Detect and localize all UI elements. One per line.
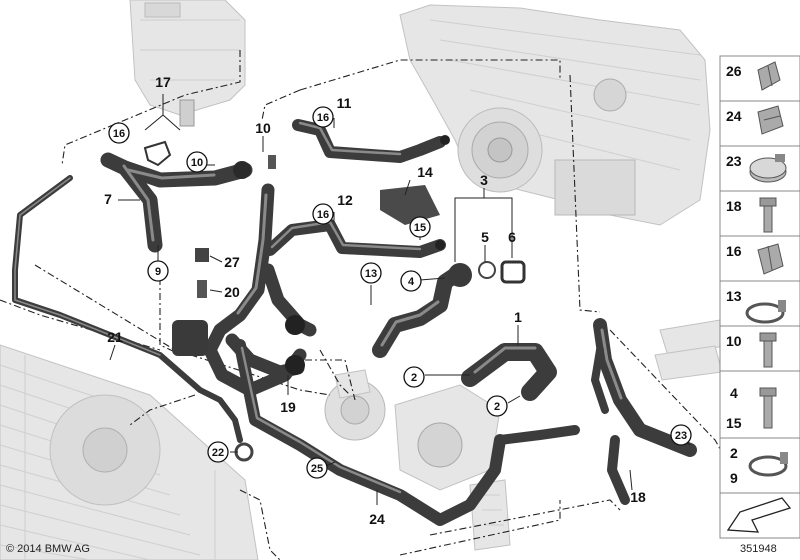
sensor-21	[197, 280, 207, 298]
svg-text:15: 15	[414, 222, 426, 234]
callout-16b: 16	[312, 203, 334, 225]
callout-25: 24	[369, 511, 385, 527]
water-pump-thermostat-ghost	[324, 369, 511, 551]
expansion-tank-ghost	[129, 0, 246, 116]
connector-27	[195, 248, 209, 262]
callout-22: 21	[107, 329, 123, 345]
copyright-text: © 2014 BMW AG	[6, 543, 90, 555]
callout-5: 5	[481, 229, 489, 245]
engine-block-ghost	[399, 4, 711, 226]
callout-10: 10	[186, 151, 208, 173]
parts-panel-item-10: 10	[719, 325, 800, 372]
callout-18: 16	[108, 122, 130, 144]
svg-text:22: 22	[212, 447, 224, 459]
bracket-14	[380, 185, 440, 225]
svg-text:9: 9	[730, 470, 738, 486]
callout-17: 17	[155, 74, 171, 90]
callout-21: 20	[224, 284, 240, 300]
callout-3: 3	[480, 172, 488, 188]
parts-panel-item-arrow	[719, 492, 800, 539]
hose-clamp-icon	[745, 300, 786, 324]
diagram-number: 351948	[740, 543, 777, 555]
callout-1: 1	[514, 309, 522, 325]
callout-2a: 2	[403, 366, 425, 388]
svg-text:4: 4	[730, 385, 738, 401]
hose-19	[593, 318, 697, 457]
callout-26: 25	[306, 457, 328, 479]
callout-27: 27	[224, 254, 240, 270]
parts-panel-item-2-9: 2 9	[719, 437, 800, 494]
bolt-icon	[759, 197, 777, 233]
hose-clamp-band-icon	[749, 154, 787, 183]
svg-text:16: 16	[317, 209, 329, 221]
callout-4: 4	[400, 270, 422, 292]
screw-8	[268, 155, 276, 169]
gasket-6	[500, 260, 526, 284]
svg-text:25: 25	[311, 463, 323, 475]
hoses	[12, 99, 697, 526]
callout-7: 7	[104, 191, 112, 207]
callout-11: 11	[337, 95, 352, 111]
callout-16a: 16	[312, 106, 334, 128]
callout-9: 9	[147, 260, 169, 282]
hose-clip-icon	[757, 243, 784, 275]
bolt-icon	[759, 332, 777, 368]
callout-8: 10	[255, 120, 271, 136]
svg-text:4: 4	[408, 276, 415, 288]
svg-text:16: 16	[726, 243, 742, 259]
parts-panel-item-16: 16	[719, 235, 800, 282]
svg-text:23: 23	[726, 153, 742, 169]
callout-24: 23	[670, 424, 692, 446]
svg-text:2: 2	[411, 372, 417, 384]
svg-text:10: 10	[191, 157, 203, 169]
hose-clip-icon	[757, 61, 781, 91]
direction-arrow-icon	[726, 497, 792, 533]
parts-panel-item-4-15: 4 15	[719, 370, 800, 439]
radiator-ghost	[0, 344, 259, 560]
hose-1	[461, 343, 557, 401]
hose-11	[292, 119, 446, 163]
hose-clip-icon	[757, 105, 784, 135]
hose-20	[203, 183, 307, 397]
parts-panel-item-26: 26	[719, 55, 800, 102]
svg-text:15: 15	[726, 415, 742, 431]
svg-text:13: 13	[726, 288, 742, 304]
parts-panel-item-18: 18	[719, 190, 800, 237]
hose-12	[264, 219, 446, 258]
parts-panel-item-13: 13	[719, 280, 800, 327]
svg-text:2: 2	[494, 401, 500, 413]
callout-14: 14	[417, 164, 433, 180]
callout-19: 18	[630, 489, 646, 505]
callout-13: 13	[360, 262, 382, 284]
svg-text:16: 16	[317, 112, 329, 124]
callout-2b: 2	[486, 395, 508, 417]
clip-18	[143, 140, 172, 167]
svg-text:10: 10	[726, 333, 742, 349]
hose-clamp-icon	[748, 452, 788, 477]
parts-panel-item-24: 24	[719, 100, 800, 147]
svg-text:13: 13	[365, 268, 377, 280]
callout-23: 22	[207, 441, 229, 463]
callout-15: 15	[409, 216, 431, 238]
thermostat-housing	[172, 320, 208, 356]
bolt-icon	[759, 387, 777, 429]
parts-panel-item-23: 23	[719, 145, 800, 192]
svg-text:26: 26	[726, 63, 742, 79]
svg-text:16: 16	[113, 128, 125, 140]
callout-6: 6	[508, 229, 516, 245]
svg-text:18: 18	[726, 198, 742, 214]
svg-text:24: 24	[726, 108, 742, 124]
parts-panel: 26 24 23 18 16 13 10	[719, 55, 800, 539]
callouts: 17 10 11 7 14 3 12 5 6 27 20 1 21 19 24 …	[104, 74, 692, 527]
svg-text:9: 9	[155, 266, 161, 278]
hose-25	[234, 339, 506, 526]
callout-20: 19	[280, 399, 296, 415]
svg-text:23: 23	[675, 430, 687, 442]
svg-text:2: 2	[730, 445, 738, 461]
callout-12: 12	[337, 192, 353, 208]
